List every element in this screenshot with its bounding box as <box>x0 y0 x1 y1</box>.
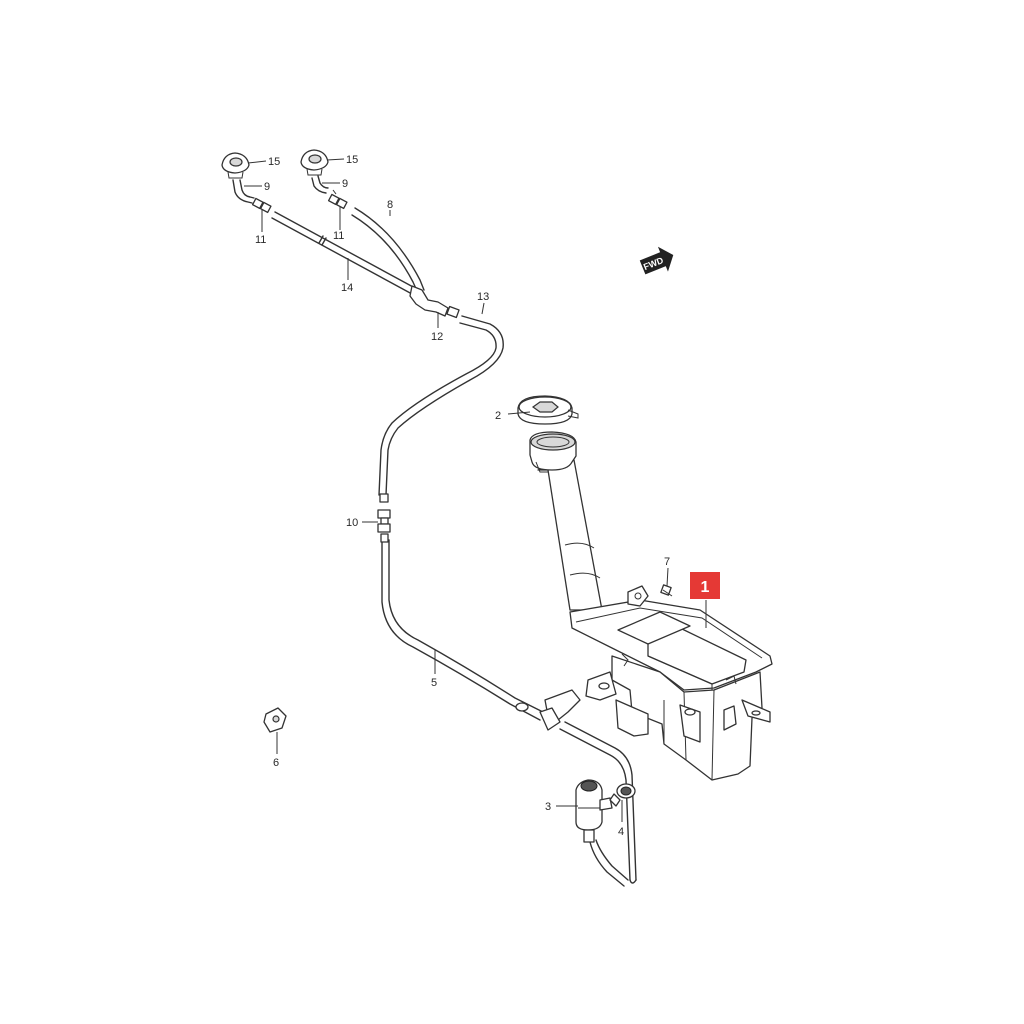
callout-11-right: 11 <box>333 230 344 242</box>
callout-1-highlight[interactable]: 1 <box>690 572 720 599</box>
callout-2: 2 <box>495 410 501 422</box>
callout-labels: 15 15 9 9 8 11 11 14 13 12 2 10 7 5 6 3 … <box>255 154 670 838</box>
bolt-7 <box>660 584 673 597</box>
callout-11-left: 11 <box>255 234 266 246</box>
callout-7: 7 <box>664 556 670 568</box>
hose-lines <box>232 175 637 887</box>
callout-15-left: 15 <box>268 156 280 168</box>
callout-10: 10 <box>346 517 358 529</box>
grommet-4 <box>609 783 636 807</box>
callout-9-left: 9 <box>264 181 270 193</box>
callout-12: 12 <box>431 331 443 343</box>
callout-14: 14 <box>341 282 353 294</box>
tank-cap <box>517 395 579 425</box>
hose-clip <box>515 689 581 731</box>
callout-5: 5 <box>431 677 437 689</box>
callout-6: 6 <box>273 757 279 769</box>
bolt-6 <box>263 707 287 733</box>
callout-3: 3 <box>545 801 551 813</box>
callout-1-label: 1 <box>701 579 710 596</box>
connector-10 <box>377 493 391 543</box>
joint-12 <box>409 285 460 319</box>
joint-11-right <box>327 189 348 210</box>
callout-9-right: 9 <box>342 178 348 190</box>
nozzle-left <box>221 152 250 179</box>
washer-tank <box>529 431 773 781</box>
joint-11-left <box>251 197 272 214</box>
callout-15-right: 15 <box>346 154 358 166</box>
callout-13: 13 <box>477 291 489 303</box>
washer-pump <box>575 779 613 843</box>
leader-lines <box>244 158 707 822</box>
callout-8: 8 <box>387 199 393 211</box>
callout-1-badge[interactable] <box>690 572 720 599</box>
nozzle-right <box>300 149 329 176</box>
fwd-direction-arrow: FWD <box>639 246 674 275</box>
callout-4: 4 <box>618 826 624 838</box>
